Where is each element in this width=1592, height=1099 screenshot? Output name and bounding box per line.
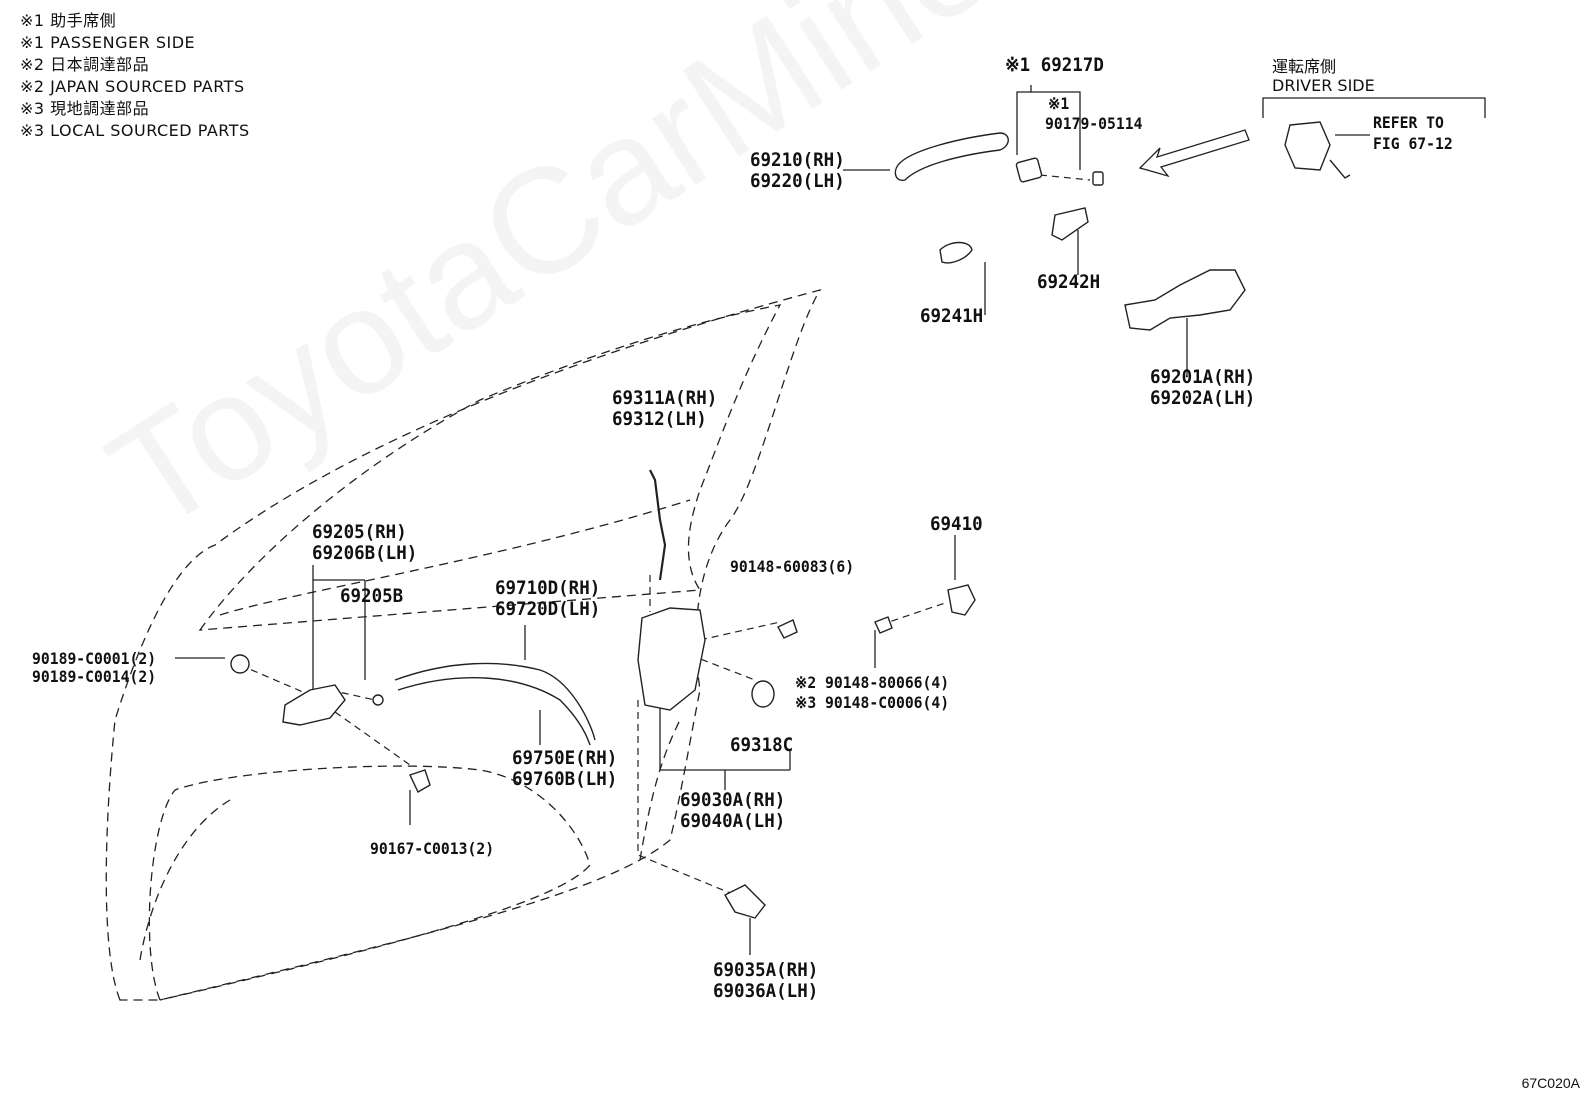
pin-icon xyxy=(372,694,384,706)
inside-handle-icon xyxy=(282,684,346,726)
part-90179-note: ※1 xyxy=(1048,94,1070,113)
screw-90148-60083-icon xyxy=(777,619,798,639)
part-90148-c0006[interactable]: ※3 90148-C0006(4) xyxy=(795,693,950,712)
handle-frame-icon xyxy=(1124,269,1246,331)
handle-cover-69241h-icon xyxy=(939,241,973,264)
part-69750e-rh[interactable]: 69750E(RH) xyxy=(512,747,618,769)
part-69206b-lh[interactable]: 69206B(LH) xyxy=(312,542,418,564)
part-69035a-rh[interactable]: 69035A(RH) xyxy=(713,959,819,981)
parts-illustrations xyxy=(230,121,1351,919)
driver-side-jp: 運転席側 xyxy=(1272,57,1337,76)
part-69318c[interactable]: 69318C xyxy=(730,734,794,756)
screw-90148-80066-icon xyxy=(874,616,893,634)
door-lock-assembly-icon xyxy=(637,607,706,711)
part-90148-60083[interactable]: 90148-60083(6) xyxy=(730,557,855,576)
legend-item: ※3 現地調達部品 xyxy=(20,99,150,118)
legend: ※1 助手席側 ※1 PASSENGER SIDE ※2 日本調達部品 ※2 J… xyxy=(20,10,250,142)
striker-icon xyxy=(947,584,976,616)
leader-lines xyxy=(175,85,1486,955)
part-90148-80066[interactable]: ※2 90148-80066(4) xyxy=(795,673,950,692)
part-69217d[interactable]: ※1 69217D xyxy=(1005,54,1104,76)
outside-handle-icon xyxy=(894,132,1009,181)
part-90189-c0014[interactable]: 90189-C0014(2) xyxy=(32,667,157,686)
part-90189-c0001[interactable]: 90189-C0001(2) xyxy=(32,649,157,668)
part-69241h[interactable]: 69241H xyxy=(920,305,984,327)
legend-item: ※2 JAPAN SOURCED PARTS xyxy=(20,77,245,96)
part-69311a-rh[interactable]: 69311A(RH) xyxy=(612,387,718,409)
screw-icon xyxy=(1092,171,1104,186)
figure-code: 67C020A xyxy=(1521,1075,1580,1091)
part-69410[interactable]: 69410 xyxy=(930,513,983,535)
part-69036a-lh[interactable]: 69036A(LH) xyxy=(713,980,819,1002)
part-69205b[interactable]: 69205B xyxy=(340,585,404,607)
refer-fig-link[interactable]: FIG 67-12 xyxy=(1373,134,1453,153)
legend-item: ※1 PASSENGER SIDE xyxy=(20,33,196,52)
part-69242h[interactable]: 69242H xyxy=(1037,271,1101,293)
legend-item: ※1 助手席側 xyxy=(20,11,117,30)
screw-90167-icon xyxy=(409,769,431,793)
arrow-icon xyxy=(1138,129,1250,178)
handle-cap-icon xyxy=(1015,157,1043,183)
part-90167-c0013[interactable]: 90167-C0013(2) xyxy=(370,839,495,858)
key-cylinder-icon xyxy=(1284,121,1331,171)
part-69220-lh[interactable]: 69220(LH) xyxy=(750,170,845,192)
handle-cover-69242h-icon xyxy=(1051,207,1089,241)
part-69760b-lh[interactable]: 69760B(LH) xyxy=(512,768,618,790)
seal-ring-icon xyxy=(751,680,775,708)
refer-label[interactable]: REFER TO xyxy=(1373,113,1444,132)
legend-item: ※2 日本調達部品 xyxy=(20,55,150,74)
part-69710d-rh[interactable]: 69710D(RH) xyxy=(495,577,601,599)
part-69202a-lh[interactable]: 69202A(LH) xyxy=(1150,387,1256,409)
lock-rod-icon xyxy=(649,469,667,581)
legend-item: ※3 LOCAL SOURCED PARTS xyxy=(20,121,250,140)
part-69312-lh[interactable]: 69312(LH) xyxy=(612,408,707,430)
part-69201a-rh[interactable]: 69201A(RH) xyxy=(1150,366,1256,388)
part-69720d-lh[interactable]: 69720D(LH) xyxy=(495,598,601,620)
lock-protector-icon xyxy=(724,884,766,919)
part-69205-rh[interactable]: 69205(RH) xyxy=(312,521,407,543)
driver-side-en: DRIVER SIDE xyxy=(1272,76,1375,95)
clip-icon xyxy=(230,654,250,674)
part-69030a-rh[interactable]: 69030A(RH) xyxy=(680,789,786,811)
part-69040a-lh[interactable]: 69040A(LH) xyxy=(680,810,786,832)
part-69210-rh[interactable]: 69210(RH) xyxy=(750,149,845,171)
part-90179[interactable]: 90179-05114 xyxy=(1045,114,1143,133)
door-outline xyxy=(105,288,822,1001)
lock-cable-icon xyxy=(394,662,596,741)
connection-lines xyxy=(239,174,1091,896)
